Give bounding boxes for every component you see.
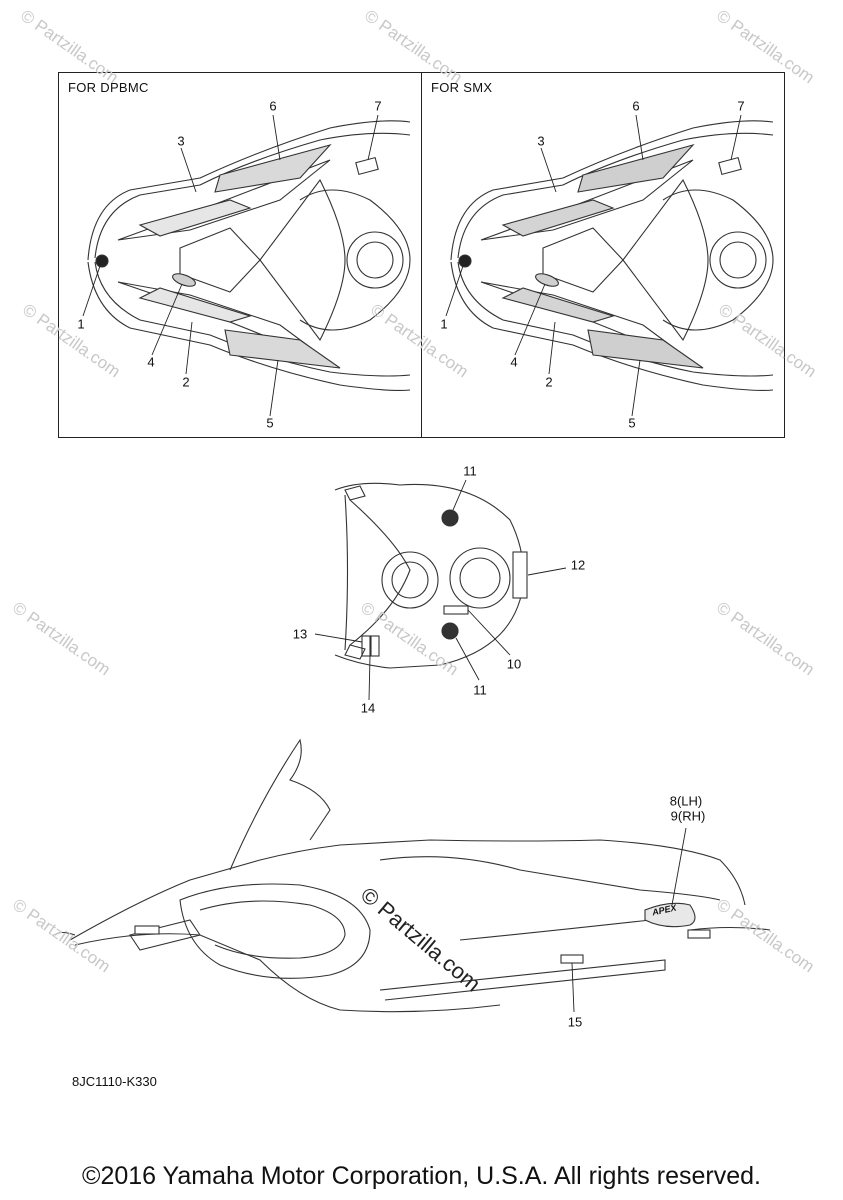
callout-13: 13 — [292, 626, 308, 642]
callout-l3: 3 — [177, 133, 185, 149]
apex-decal-badge: APEX — [651, 902, 678, 918]
callout-12: 12 — [570, 557, 586, 573]
callout-l4: 4 — [147, 354, 155, 370]
callout-l2: 2 — [182, 374, 190, 390]
callout-14: 14 — [360, 700, 376, 716]
callout-11-bottom: 11 — [473, 682, 487, 698]
callout-10: 10 — [506, 656, 522, 672]
callout-l1: 1 — [77, 316, 85, 332]
copyright-notice: ©2016 Yamaha Motor Corporation, U.S.A. A… — [82, 1162, 761, 1190]
watermark-center: © Partzilla.com — [355, 882, 486, 997]
callout-15: 15 — [567, 1014, 583, 1030]
panel-title-smx: FOR SMX — [431, 80, 493, 95]
diagram-part-code: 8JC1110-K330 — [72, 1074, 157, 1089]
watermark: © Partzilla.com — [9, 598, 114, 680]
callout-r7: 7 — [737, 98, 745, 114]
rear-top-view — [334, 482, 528, 669]
callout-l5: 5 — [266, 415, 274, 431]
snowmobile-side-view — [54, 738, 771, 1013]
watermark: © Partzilla.com — [9, 895, 114, 977]
callout-r2: 2 — [545, 374, 553, 390]
panel-smx — [421, 72, 785, 438]
panel-title-dpbmc: FOR DPBMC — [68, 80, 149, 95]
callout-r3: 3 — [537, 133, 545, 149]
callout-l7: 7 — [374, 98, 382, 114]
callout-r1: 1 — [440, 316, 448, 332]
callout-r5: 5 — [628, 415, 636, 431]
callout-r6: 6 — [632, 98, 640, 114]
callout-9-rh: 9(RH) — [670, 808, 706, 824]
panel-dpbmc — [58, 72, 422, 438]
watermark: © Partzilla.com — [713, 598, 818, 680]
callout-r4: 4 — [510, 354, 518, 370]
callout-l6: 6 — [269, 98, 277, 114]
callout-11-top: 11 — [463, 463, 477, 479]
watermark: © Partzilla.com — [713, 895, 818, 977]
watermark: © Partzilla.com — [357, 598, 462, 680]
callout-8-lh: 8(LH) — [669, 793, 703, 809]
